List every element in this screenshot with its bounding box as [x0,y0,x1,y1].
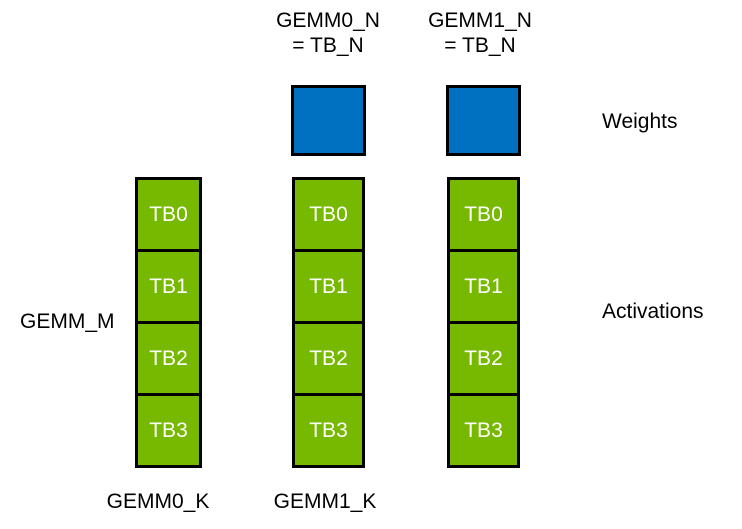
gemm0-k-label: GEMM0_K [106,490,210,513]
tb-cell-tb3: TB3 [447,393,520,468]
tb-cell-tb2: TB2 [447,321,520,396]
gemm0-n-header-line2: = TB_N [292,34,364,57]
gemm1-k-label: GEMM1_K [273,490,377,513]
tb-cell-tb1: TB1 [447,249,520,324]
tb-cell-tb1: TB1 [135,249,202,324]
tb-cell-tb2: TB2 [135,321,202,396]
tb-cell-tb3: TB3 [292,393,365,468]
weights-label: Weights [602,110,678,133]
activations-label: Activations [602,300,704,323]
gemm-m-label: GEMM_M [20,310,115,333]
tb-cell-tb2: TB2 [292,321,365,396]
weight-block-gemm0 [291,85,366,156]
activation-column-gemm0: TB0 TB1 TB2 TB3 [292,177,365,468]
activation-column-gemm1: TB0 TB1 TB2 TB3 [447,177,520,468]
activation-column-left: TB0 TB1 TB2 TB3 [135,177,202,468]
tb-cell-tb0: TB0 [135,177,202,252]
gemm0-n-header: GEMM0_N = TB_N [258,8,398,58]
gemm0-n-header-line1: GEMM0_N [276,9,380,32]
gemm1-n-header-line2: = TB_N [444,34,516,57]
weight-block-gemm1 [446,85,521,156]
tb-cell-tb3: TB3 [135,393,202,468]
tb-cell-tb0: TB0 [292,177,365,252]
gemm1-n-header: GEMM1_N = TB_N [410,8,550,58]
gemm1-n-header-line1: GEMM1_N [428,9,532,32]
tb-cell-tb0: TB0 [447,177,520,252]
tb-cell-tb1: TB1 [292,249,365,324]
